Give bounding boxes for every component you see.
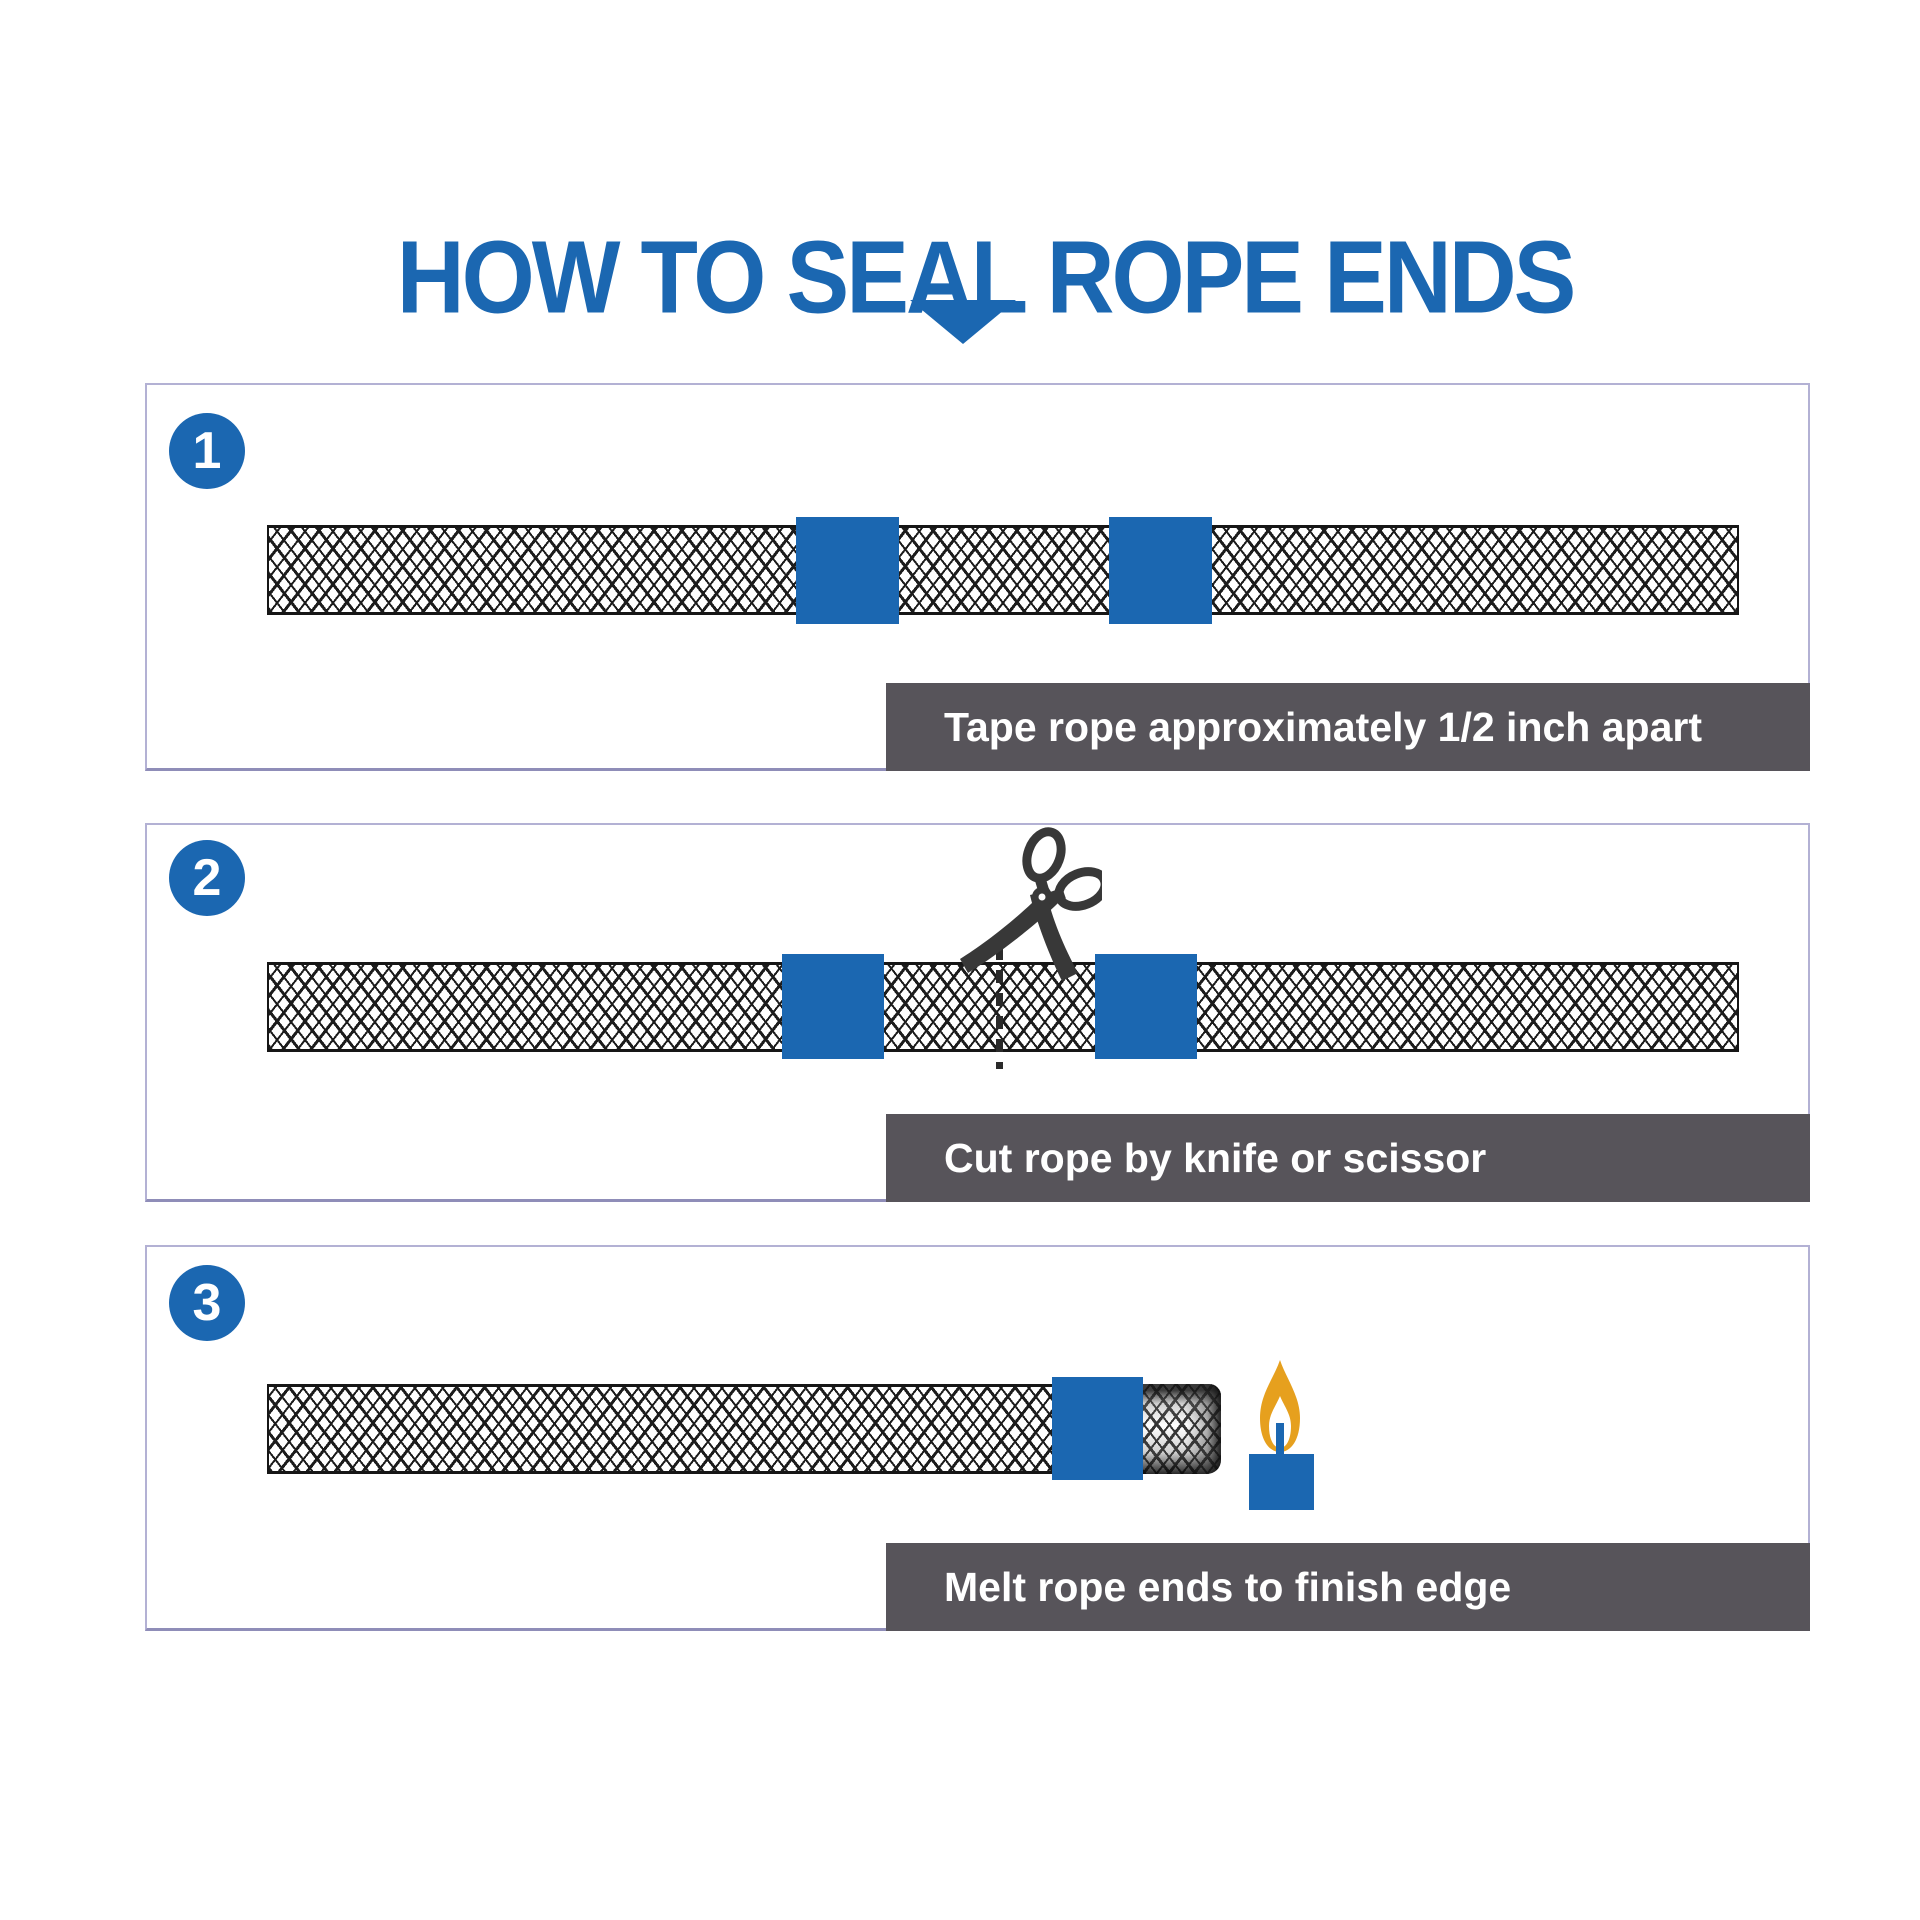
tape-band-left xyxy=(782,954,884,1059)
braided-rope xyxy=(267,962,1739,1052)
tape-band-left xyxy=(796,517,899,624)
scissors-icon xyxy=(960,827,1102,981)
step-panel-3: 3 Melt rope ends to finish edge xyxy=(145,1245,1810,1631)
step-panel-2: 2 Cut rope by knife or scissor xyxy=(145,823,1810,1202)
dashed-cut-line xyxy=(996,947,1003,1069)
braided-rope xyxy=(267,1384,1147,1474)
melted-rope-end xyxy=(1143,1384,1221,1474)
step-2-number-badge: 2 xyxy=(169,840,245,916)
step-3-number-badge: 3 xyxy=(169,1265,245,1341)
step-number: 3 xyxy=(192,1274,222,1332)
braided-rope xyxy=(267,525,1739,615)
step-number: 1 xyxy=(192,422,222,480)
step-1-number-badge: 1 xyxy=(169,413,245,489)
flame-icon xyxy=(1260,1360,1300,1452)
step-panel-1: 1 Tape rope approximately 1/2 inch apart xyxy=(145,383,1810,771)
down-arrow-icon xyxy=(910,300,1016,344)
tape-band-right xyxy=(1095,954,1197,1059)
tape-band xyxy=(1052,1377,1143,1480)
step-number: 2 xyxy=(192,849,222,907)
step-1-caption: Tape rope approximately 1/2 inch apart xyxy=(886,683,1810,771)
step-3-caption: Melt rope ends to finish edge xyxy=(886,1543,1810,1631)
step-2-caption: Cut rope by knife or scissor xyxy=(886,1114,1810,1202)
tape-band-right xyxy=(1109,517,1212,624)
lighter-wick xyxy=(1276,1423,1284,1457)
lighter-icon xyxy=(1249,1454,1314,1510)
